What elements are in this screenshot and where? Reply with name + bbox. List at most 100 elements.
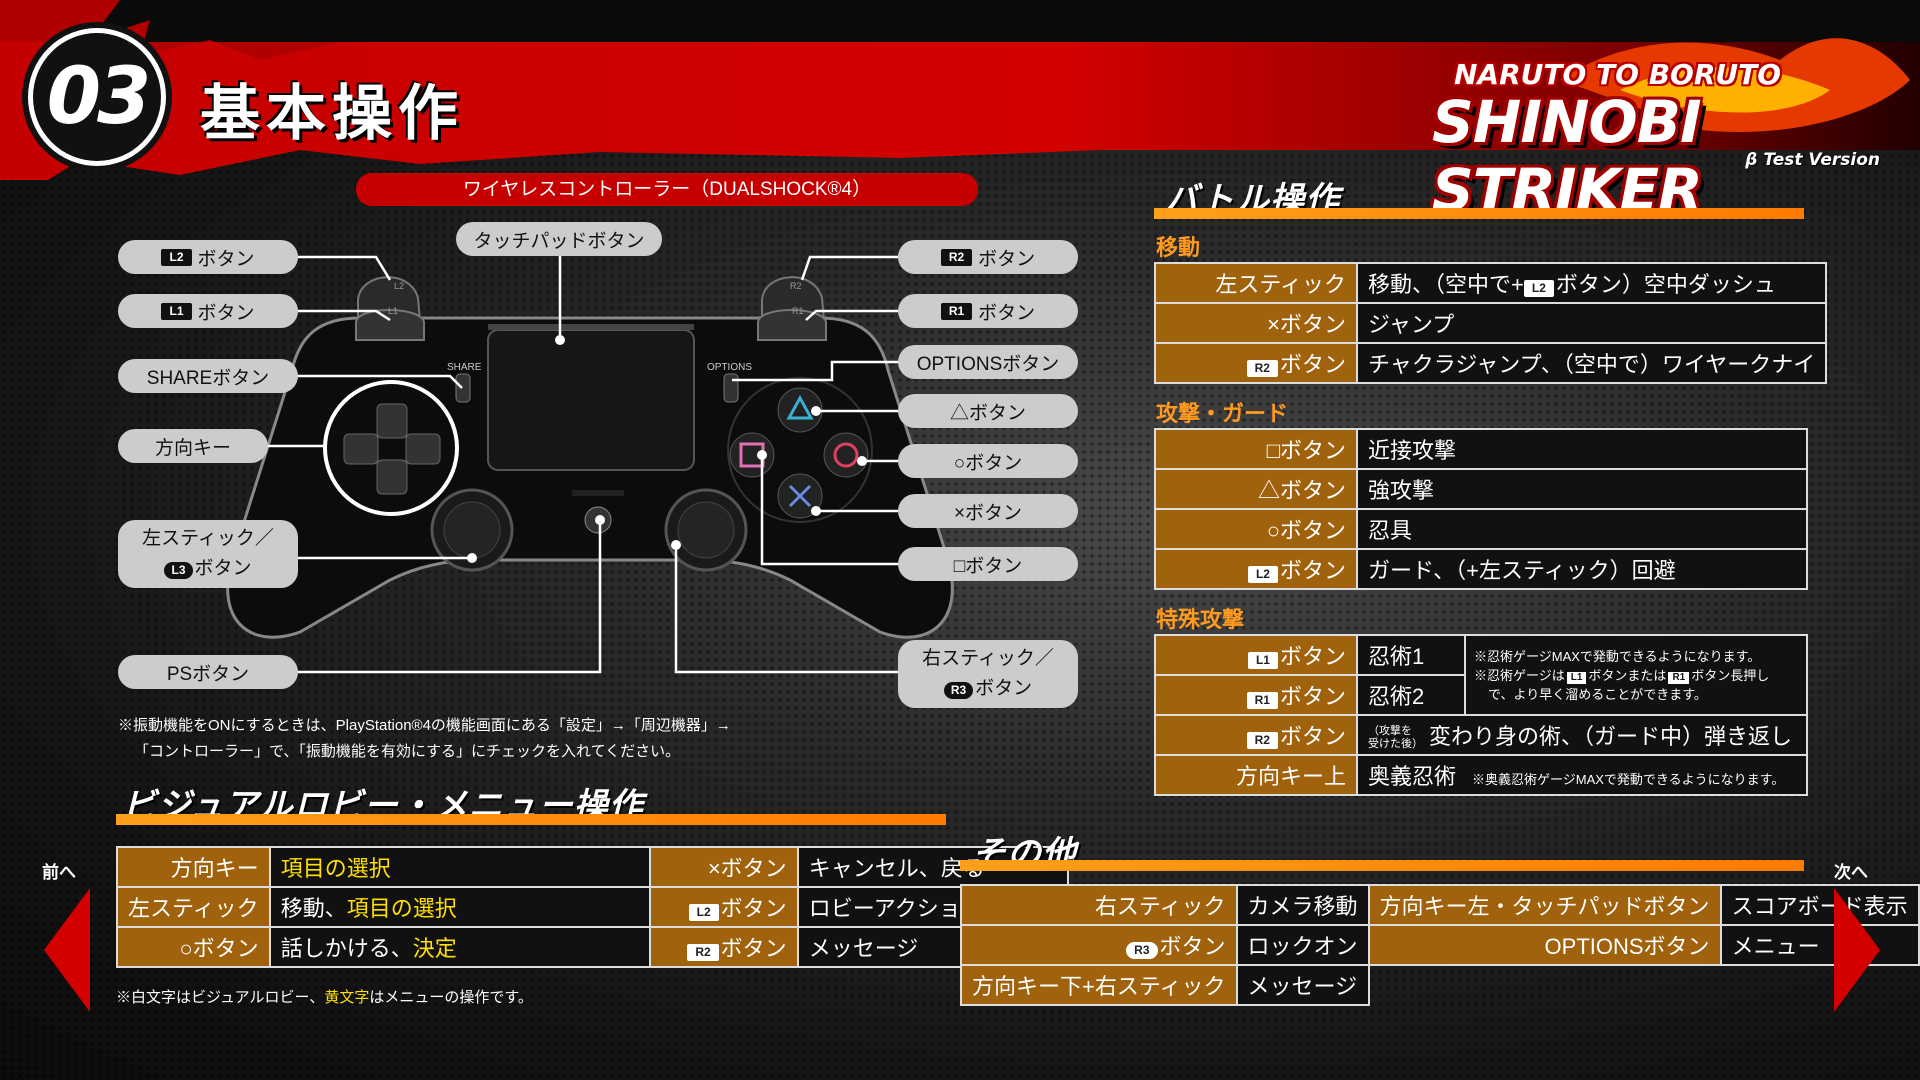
logo-line3: β Test Version (1745, 150, 1880, 170)
table-row: 方向キー上 奥義忍術※奥義忍術ゲージMAXで発動できるようになります。 (1154, 754, 1808, 796)
l2-key: L2 (1247, 566, 1278, 583)
special-key-text: ボタン (1279, 684, 1346, 709)
header-banner (0, 0, 1920, 180)
r1-key: R1 (1668, 671, 1690, 684)
table-row: 方向キー下+右スティック メッセージ (960, 964, 1919, 1006)
special-value: 忍術1 (1356, 634, 1466, 676)
next-page-button[interactable]: 次へ (1830, 858, 1890, 1012)
lstick-label-line2: ボタン (194, 558, 252, 579)
special-value: （攻撃を受けた後）変わり身の術、（ガード中）弾き返し (1356, 714, 1808, 756)
attack-value: 近接攻撃 (1356, 428, 1808, 470)
share-text: SHARE (447, 362, 482, 373)
lobby-value: 話しかける、決定 (268, 926, 651, 968)
move-value-pre: 移動、（空中で+ (1368, 272, 1524, 297)
arrow-left-icon (44, 888, 90, 1012)
r2-mark: R2 (790, 281, 802, 291)
special-small-2: 受けた後） (1368, 738, 1423, 751)
lobby-key-text: ボタン (720, 896, 787, 921)
move-value: チャクラジャンプ、（空中で）ワイヤークナイ (1355, 342, 1828, 384)
logo-line1: NARUTO TO BORUTO (1454, 58, 1782, 91)
r2-key: R2 (940, 248, 973, 266)
lobby-key: ○ボタン (116, 926, 271, 968)
other-value: カメラ移動 (1235, 884, 1370, 926)
options-text: OPTIONS (707, 362, 752, 373)
share-label: SHAREボタン (118, 359, 298, 393)
other-key: 右スティック (960, 884, 1238, 926)
other-title-bar (960, 860, 1804, 871)
move-value: ジャンプ (1355, 302, 1828, 344)
move-value-post: ボタン）空中ダッシュ (1555, 272, 1776, 297)
table-row: 方向キー 項目の選択 ×ボタン キャンセル、戻る (116, 846, 1069, 888)
lobby-value: 移動、項目の選択 (268, 886, 651, 928)
lobby-note-c: はメニューの操作です。 (369, 989, 533, 1006)
special-value: 忍術2 (1356, 674, 1466, 716)
lobby-key: ×ボタン (648, 846, 799, 888)
lobby-value-yellow: 項目の選択 (280, 856, 391, 881)
ps-label: PSボタン (118, 655, 298, 689)
special-note-2a: ※忍術ゲージは (1474, 667, 1565, 683)
r3-key: R3 (1126, 942, 1158, 959)
attack-key: ○ボタン (1154, 508, 1358, 550)
lobby-title-bar (116, 814, 946, 825)
triangle-label: △ボタン (898, 394, 1078, 428)
l1-key: L1 (1566, 671, 1587, 684)
attack-key-text: ボタン (1279, 558, 1346, 583)
touchpad-label: タッチパッドボタン (456, 222, 662, 256)
other-key-text: ボタン (1159, 934, 1226, 959)
other-value: メッセージ (1235, 964, 1370, 1006)
table-row: △ボタン 強攻撃 (1154, 468, 1808, 510)
special-value-text: 奥義忍術 (1368, 764, 1457, 789)
l3-key: L3 (164, 562, 193, 579)
lobby-value-white: 話しかける、 (280, 936, 413, 961)
other-key: OPTIONSボタン (1367, 924, 1722, 966)
prev-page-button[interactable]: 前へ (40, 858, 100, 1012)
arrow-right-icon (1834, 888, 1880, 1012)
attack-key: △ボタン (1154, 468, 1358, 510)
attack-value: 強攻撃 (1356, 468, 1808, 510)
lobby-key: 方向キー (116, 846, 271, 888)
l2-key: L2 (161, 248, 192, 266)
lobby-key-text: ボタン (720, 936, 787, 961)
section-number: 03 (33, 33, 161, 161)
attack-title: 攻撃・ガード (1156, 401, 1289, 426)
vibration-note-line2: 「コントローラー」で、「振動機能を有効にする」にチェックを入れてください。 (134, 743, 681, 760)
r1-mark: R1 (792, 306, 804, 316)
special-key: 方向キー上 (1154, 754, 1358, 796)
special-small-1: （攻撃を (1368, 725, 1412, 738)
special-small-note: （攻撃を受けた後） (1368, 725, 1423, 751)
table-row: □ボタン 近接攻撃 (1154, 428, 1808, 470)
square-label: □ボタン (898, 547, 1078, 581)
lobby-note: ※白文字はビジュアルロビー、黄文字はメニューの操作です。 (116, 985, 533, 1011)
vibration-note: ※振動機能をONにするときは、PlayStation®4の機能画面にある「設定」… (118, 713, 731, 765)
prev-label: 前へ (42, 863, 76, 883)
lobby-value-yellow: 決定 (412, 936, 457, 961)
move-key: ×ボタン (1154, 302, 1358, 344)
special-note-line1: ※忍術ゲージMAXで発動できるようになります。 (1474, 648, 1761, 664)
attack-key: □ボタン (1154, 428, 1358, 470)
special-value-text: 変わり身の術、（ガード中）弾き返し (1429, 723, 1793, 749)
page-title: 基本操作 (200, 79, 464, 149)
attack-value: ガード、（+左スティック）回避 (1356, 548, 1808, 590)
other-key: 方向キー左・タッチパッドボタン (1367, 884, 1722, 926)
l2-label-text: ボタン (197, 248, 255, 270)
table-row: ×ボタン ジャンプ (1154, 302, 1828, 344)
other-table: 右スティック カメラ移動 方向キー左・タッチパッドボタン スコアボード表示 R3… (960, 884, 1920, 1006)
vibration-note-line1: ※振動機能をONにするときは、PlayStation®4の機能画面にある「設定」… (118, 717, 731, 734)
rstick-label-line2: ボタン (975, 678, 1033, 699)
r2-key: R2 (1246, 360, 1278, 377)
